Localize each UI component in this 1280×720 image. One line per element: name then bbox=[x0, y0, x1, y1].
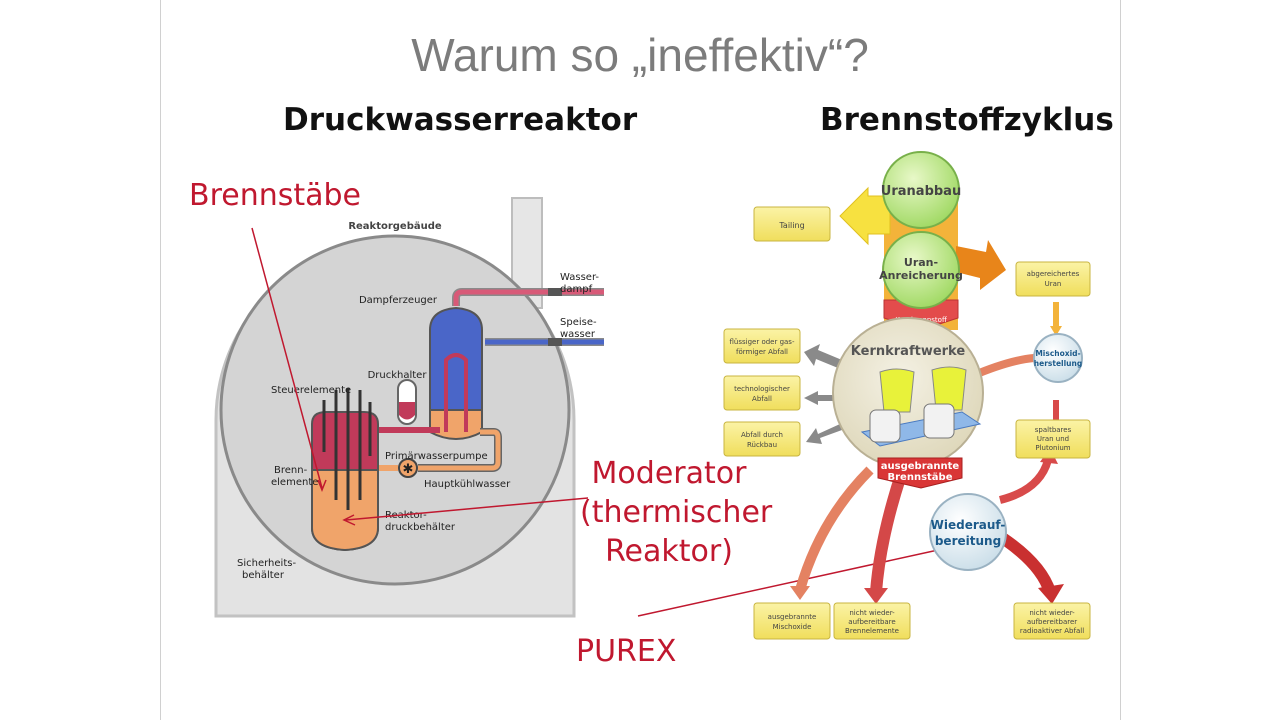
box-tailing: Tailing bbox=[753, 206, 831, 242]
node-uranabbau bbox=[882, 151, 960, 229]
svg-text:technologischer: technologischer bbox=[734, 385, 790, 393]
annotation-brennstaebe: Brennstäbe bbox=[189, 178, 362, 213]
svg-text:nicht wieder-: nicht wieder- bbox=[1029, 609, 1075, 617]
node-mischoxid bbox=[1033, 333, 1083, 383]
label-pressure-vessel-2: druckbehälter bbox=[385, 522, 456, 533]
label-containment-2: behälter bbox=[242, 570, 285, 581]
label-primary-pump: Primärwasserpumpe bbox=[385, 451, 488, 462]
svg-text:abgereichertes: abgereichertes bbox=[1027, 270, 1080, 278]
box-spent-mox: ausgebrannte Mischoxide bbox=[753, 602, 831, 640]
label-spent-fuel-2: Brennstäbe bbox=[888, 472, 953, 483]
svg-text:förmiger Abfall: förmiger Abfall bbox=[736, 348, 788, 356]
label-uranabbau: Uranabbau bbox=[881, 184, 961, 199]
label-anreicherung-2: Anreicherung bbox=[879, 269, 963, 282]
svg-text:Plutonium: Plutonium bbox=[1035, 444, 1070, 452]
svg-text:flüssiger oder gas-: flüssiger oder gas- bbox=[730, 338, 795, 346]
label-pressure-vessel-1: Reaktor- bbox=[385, 510, 427, 521]
svg-text:ausgebrannte: ausgebrannte bbox=[768, 613, 817, 621]
svg-text:Rückbau: Rückbau bbox=[747, 441, 777, 449]
label-steam-2: dampf bbox=[560, 284, 593, 295]
box-liquid-gas-waste: flüssiger oder gas- förmiger Abfall bbox=[723, 328, 801, 364]
svg-text:Tailing: Tailing bbox=[778, 221, 804, 230]
label-containment-1: Sicherheits- bbox=[237, 558, 296, 569]
annotation-moderator-line-2: (thermischer bbox=[580, 495, 773, 530]
label-kernkraftwerke: Kernkraftwerke bbox=[851, 344, 966, 359]
svg-text:✱: ✱ bbox=[403, 462, 414, 477]
label-steam-generator: Dampferzeuger bbox=[359, 295, 438, 306]
steam-generator bbox=[429, 306, 483, 421]
annotation-moderator-line-3: Reaktor) bbox=[605, 534, 733, 569]
annotation-purex: PUREX bbox=[576, 634, 677, 669]
control-rods bbox=[322, 388, 372, 510]
svg-text:Uran: Uran bbox=[1045, 280, 1062, 288]
label-steam-1: Wasser- bbox=[560, 272, 599, 283]
label-building: Reaktorgebäude bbox=[348, 221, 442, 232]
node-anreicherung bbox=[882, 231, 960, 309]
slide-title: Warum so „ineffektiv“? bbox=[411, 29, 869, 81]
heading-druckwasserreaktor: Druckwasserreaktor bbox=[283, 102, 638, 138]
box-non-reprocessable-fuel: nicht wieder- aufbereitbare Brennelement… bbox=[833, 602, 911, 640]
svg-text:aufbereitbarer: aufbereitbarer bbox=[1027, 618, 1077, 626]
label-pressurizer: Druckhalter bbox=[368, 370, 428, 381]
heading-brennstoffzyklus: Brennstoffzyklus bbox=[820, 102, 1114, 138]
box-non-reprocessable-waste: nicht wieder- aufbereitbarer radioaktive… bbox=[1013, 602, 1091, 640]
arrow-to-depleted bbox=[956, 240, 1006, 290]
svg-text:Uran und: Uran und bbox=[1037, 435, 1069, 443]
label-wiederaufbereitung-2: bereitung bbox=[935, 534, 1001, 548]
arrow-to-tailing bbox=[839, 186, 891, 246]
box-depleted-uranium: abgereichertes Uran bbox=[1015, 261, 1091, 297]
box-fissile: spaltbares Uran und Plutonium bbox=[1015, 419, 1091, 459]
label-fuel-elements-2: elemente bbox=[271, 477, 318, 488]
label-spent-fuel-1: ausgebrannte bbox=[881, 461, 960, 472]
annotation-lines bbox=[251, 227, 939, 617]
label-feedwater-2: wasser bbox=[560, 329, 596, 340]
annotation-moderator: Moderator (thermischer Reaktor) bbox=[580, 454, 773, 571]
svg-text:Abfall: Abfall bbox=[752, 395, 772, 403]
annotation-moderator-line-1: Moderator bbox=[591, 456, 747, 491]
label-mischoxid-1: Mischoxid- bbox=[1035, 349, 1080, 358]
svg-text:Mischoxide: Mischoxide bbox=[773, 623, 812, 631]
svg-text:Brennelemente: Brennelemente bbox=[845, 627, 899, 635]
svg-text:aufbereitbare: aufbereitbare bbox=[848, 618, 895, 626]
label-main-coolant: Hauptkühlwasser bbox=[424, 479, 511, 490]
primary-pump-icon bbox=[398, 458, 418, 478]
power-plant-icon bbox=[860, 366, 982, 447]
label-mischoxid-2: herstellung bbox=[1034, 359, 1082, 368]
fuel-cycle-diagram: Kernbrennstoff Kernkraftwerke bbox=[723, 151, 1091, 640]
box-decommissioning-waste: Abfall durch Rückbau bbox=[723, 421, 801, 457]
node-wiederaufbereitung bbox=[929, 493, 1007, 571]
label-control-rods: Steuerelemente bbox=[271, 385, 351, 396]
label-wiederaufbereitung-1: Wiederauf- bbox=[931, 518, 1006, 532]
svg-text:spaltbares: spaltbares bbox=[1035, 426, 1072, 434]
svg-text:radioaktiver Abfall: radioaktiver Abfall bbox=[1020, 627, 1084, 635]
label-fuel-elements-1: Brenn- bbox=[274, 465, 308, 476]
label-feedwater-1: Speise- bbox=[560, 317, 597, 328]
box-tech-waste: technologischer Abfall bbox=[723, 375, 801, 411]
reactor-diagram: ✱ Reaktorgebäude Dampferzeuger Wasser- d… bbox=[214, 197, 604, 618]
svg-text:nicht wieder-: nicht wieder- bbox=[849, 609, 895, 617]
gray-arrows bbox=[804, 344, 842, 444]
label-anreicherung-1: Uran- bbox=[904, 256, 938, 269]
svg-text:Abfall durch: Abfall durch bbox=[741, 431, 783, 439]
